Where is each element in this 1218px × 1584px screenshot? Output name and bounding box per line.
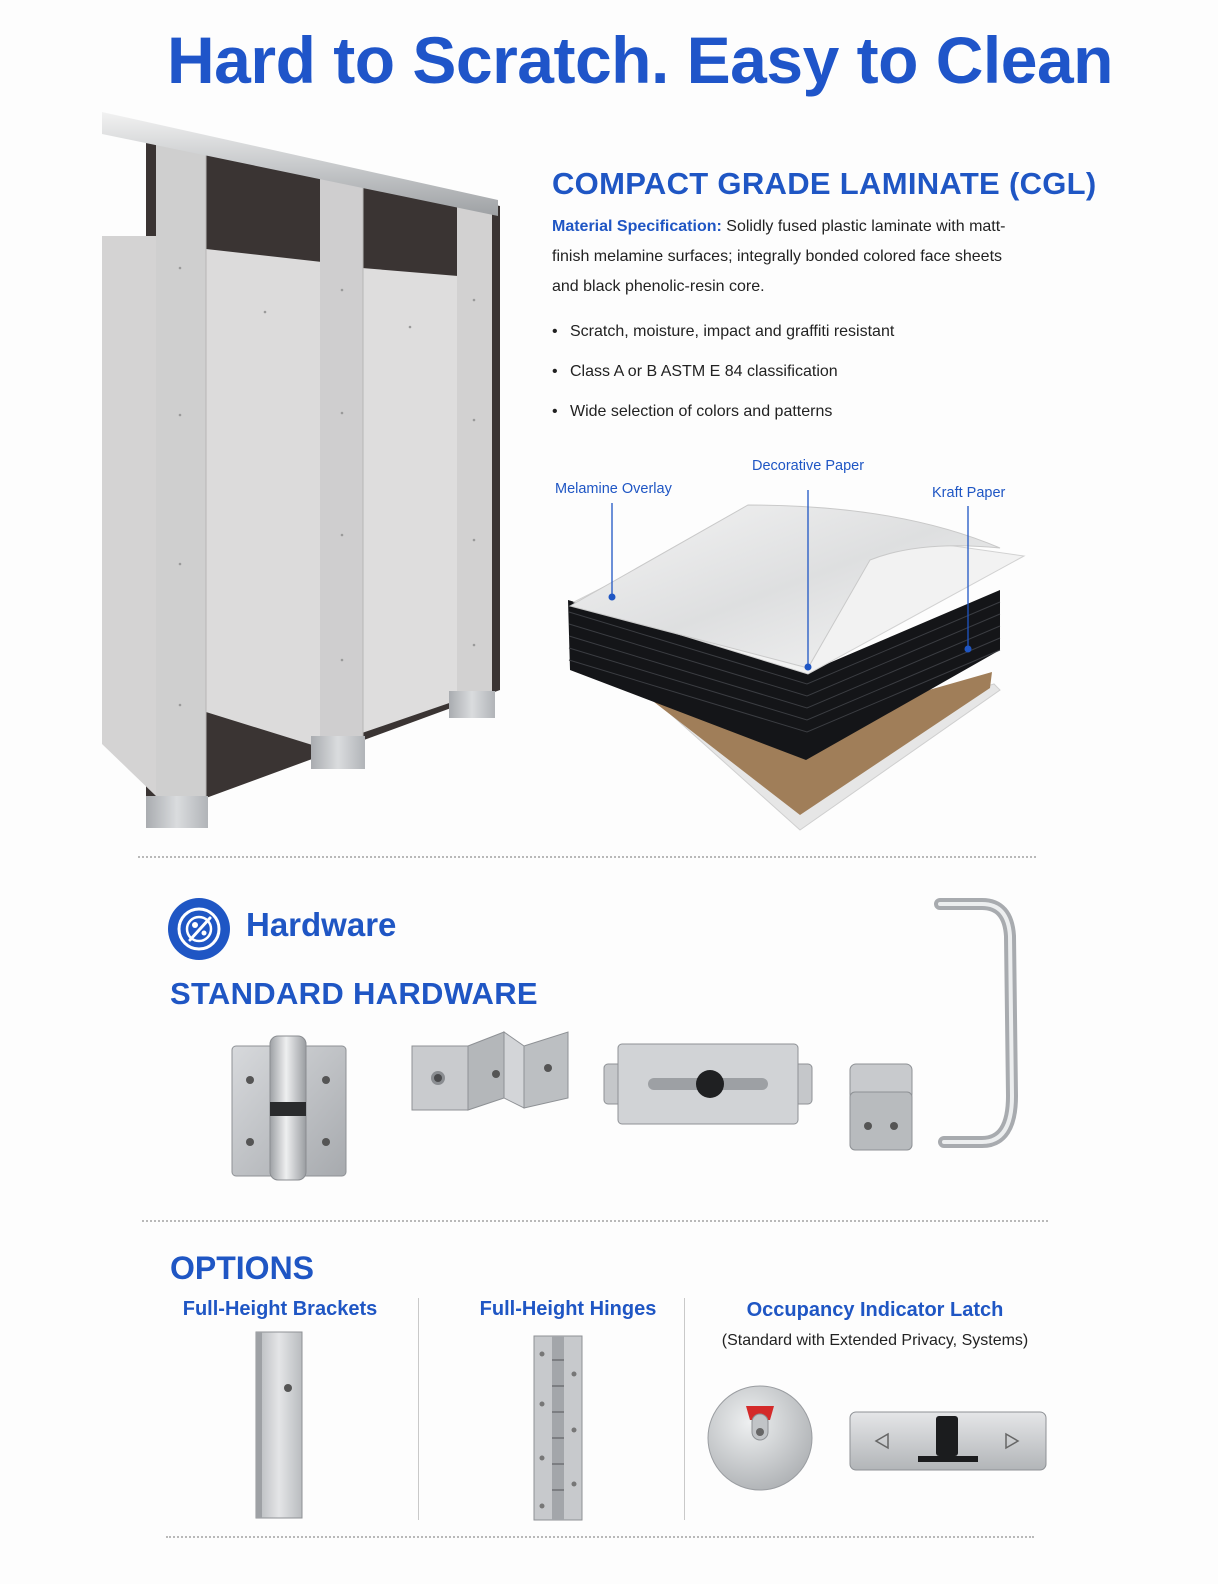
- toilet-partition-image: [102, 112, 500, 828]
- slide-latch-icon: [603, 1043, 813, 1125]
- hinge-icon: [231, 1035, 347, 1181]
- label-melamine-overlay: Melamine Overlay: [555, 481, 672, 497]
- option-occupancy-indicator-latch: Occupancy Indicator Latch: [746, 1299, 1004, 1321]
- feature-item: Class A or B ASTM E 84 classification: [552, 358, 894, 398]
- wall-bracket-icon: [411, 1031, 569, 1111]
- material-specification: Material Specification: Solidly fused pl…: [552, 212, 1022, 302]
- material-title: COMPACT GRADE LAMINATE (CGL): [552, 166, 1097, 201]
- option-occupancy-subtitle: (Standard with Extended Privacy, Systems…: [721, 1332, 1029, 1349]
- hardware-gear-icon: [168, 898, 230, 960]
- occupancy-indicator-icon: [707, 1385, 813, 1491]
- keeper-icon: [849, 1063, 913, 1151]
- section-divider: [142, 1220, 1048, 1222]
- full-height-bracket-icon: [255, 1331, 303, 1519]
- label-kraft-paper: Kraft Paper: [932, 485, 1006, 501]
- section-divider: [166, 1536, 1034, 1538]
- occupancy-latch-icon: [849, 1411, 1047, 1471]
- spec-text: Solidly fused plastic laminate with matt…: [552, 218, 1006, 295]
- feature-item: Wide selection of colors and patterns: [552, 398, 894, 438]
- door-pull-icon: [934, 898, 1019, 1148]
- section-divider: [138, 856, 1036, 858]
- options-title: OPTIONS: [170, 1250, 315, 1286]
- hardware-section-title: Hardware: [246, 906, 397, 943]
- option-full-height-brackets: Full-Height Brackets: [182, 1298, 378, 1320]
- option-divider: [684, 1298, 685, 1520]
- page-title: Hard to Scratch. Easy to Clean: [167, 23, 1113, 97]
- feature-item: Scratch, moisture, impact and graffiti r…: [552, 318, 894, 358]
- option-divider: [418, 1298, 419, 1520]
- label-decorative-paper: Decorative Paper: [752, 458, 865, 474]
- spec-label: Material Specification:: [552, 218, 722, 235]
- laminate-layers-diagram: [568, 490, 1026, 831]
- feature-list: Scratch, moisture, impact and graffiti r…: [552, 318, 894, 438]
- standard-hardware-title: STANDARD HARDWARE: [170, 976, 538, 1011]
- option-full-height-hinges: Full-Height Hinges: [479, 1298, 657, 1320]
- full-height-hinge-icon: [533, 1335, 583, 1521]
